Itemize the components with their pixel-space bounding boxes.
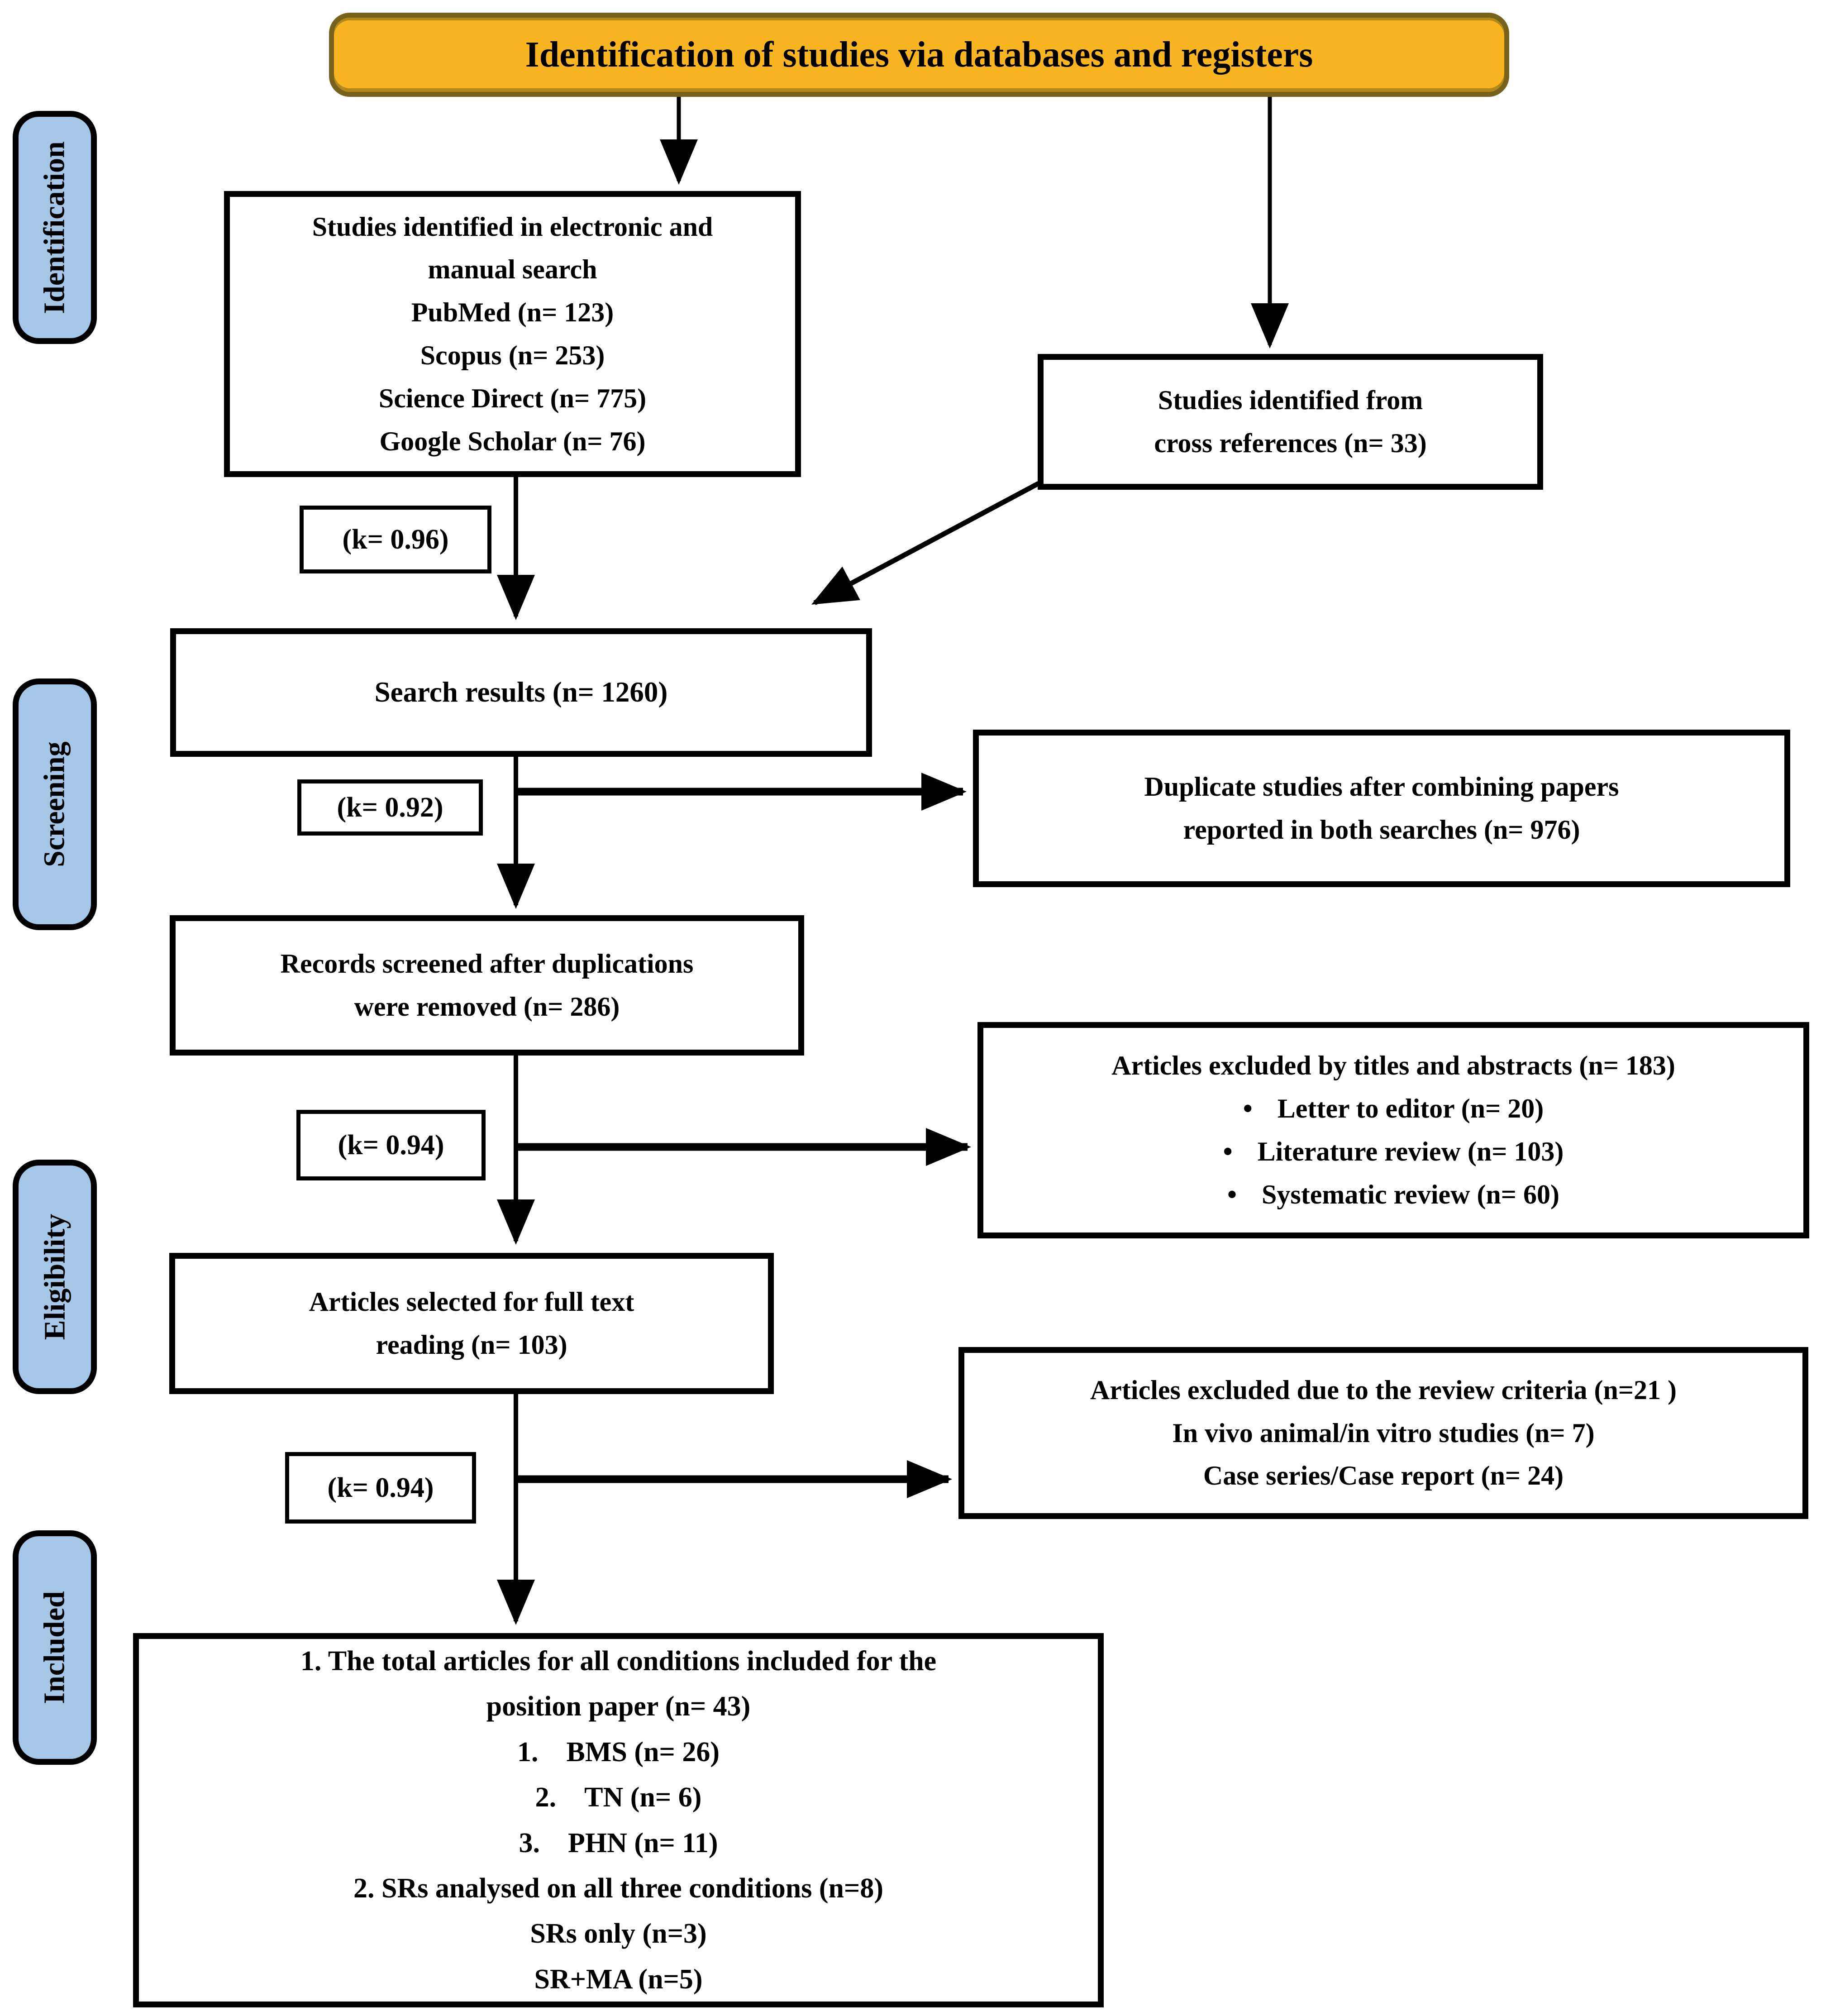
included-line-tn: 2. TN (n= 6)	[535, 1782, 702, 1813]
bullet-icon: •	[1243, 1094, 1253, 1124]
arrow-crossref-to-search	[811, 481, 1040, 605]
studies-line: manual search	[428, 254, 597, 285]
stage-eligibility: Eligibility	[13, 1160, 97, 1394]
excluded-reason-text: Literature review (n= 103)	[1257, 1137, 1564, 1166]
excluded-titles-heading: Articles excluded by titles and abstract…	[1111, 1051, 1675, 1081]
included-line-srma: SR+MA (n=5)	[534, 1963, 703, 1995]
box-records-screened: Records screened after duplications were…	[170, 915, 804, 1056]
studies-line-sciencedirect: Science Direct (n= 775)	[378, 383, 647, 413]
header-title: Identification of studies via databases …	[525, 34, 1313, 75]
kappa-label-identification: (k= 0.96)	[300, 506, 491, 573]
records-line: were removed (n= 286)	[354, 992, 620, 1022]
kappa-label-eligibility: (k= 0.94)	[296, 1110, 486, 1180]
box-included-total: 1. The total articles for all conditions…	[133, 1633, 1104, 2007]
box-duplicate-studies: Duplicate studies after combining papers…	[973, 730, 1790, 887]
excluded-reason-text: Systematic review (n= 60)	[1262, 1179, 1559, 1209]
excluded-reason-item: • Letter to editor (n= 20)	[1243, 1087, 1544, 1130]
header-banner: Identification of studies via databases …	[329, 13, 1509, 97]
kappa-value: (k= 0.92)	[337, 792, 443, 823]
crossref-line: cross references (n= 33)	[1154, 428, 1427, 458]
box-cross-references: Studies identified from cross references…	[1038, 354, 1543, 490]
box-excluded-review-criteria: Articles excluded due to the review crit…	[958, 1347, 1808, 1519]
studies-line: Studies identified in electronic and	[312, 211, 713, 242]
stage-identification-label: Identification	[38, 141, 71, 314]
box-full-text-selected: Articles selected for full text reading …	[169, 1253, 774, 1394]
excluded-reason-item: • Literature review (n= 103)	[1223, 1130, 1564, 1173]
box-search-results: Search results (n= 1260)	[170, 628, 872, 757]
kappa-value: (k= 0.94)	[327, 1472, 434, 1503]
search-results-line: Search results (n= 1260)	[374, 676, 668, 708]
included-line-phn: 3. PHN (n= 11)	[519, 1827, 718, 1858]
stage-included-label: Included	[38, 1591, 71, 1704]
excluded-reason-item: • Systematic review (n= 60)	[1227, 1173, 1559, 1216]
excluded-reason-text: Letter to editor (n= 20)	[1277, 1094, 1544, 1124]
studies-line-googlescholar: Google Scholar (n= 76)	[379, 426, 646, 456]
kappa-value: (k= 0.96)	[342, 524, 449, 555]
included-line: position paper (n= 43)	[486, 1691, 751, 1722]
selected-line: reading (n= 103)	[376, 1330, 567, 1360]
studies-line-scopus: Scopus (n= 253)	[420, 340, 605, 370]
excluded-criteria-line: In vivo animal/in vitro studies (n= 7)	[1172, 1418, 1595, 1448]
excluded-criteria-line: Articles excluded due to the review crit…	[1090, 1375, 1677, 1405]
included-line-bms: 1. BMS (n= 26)	[517, 1736, 720, 1768]
excluded-criteria-line: Case series/Case report (n= 24)	[1203, 1461, 1564, 1491]
duplicates-line: reported in both searches (n= 976)	[1183, 815, 1580, 845]
studies-line-pubmed: PubMed (n= 123)	[411, 297, 614, 328]
stage-included: Included	[13, 1530, 97, 1765]
stage-screening: Screening	[13, 678, 97, 930]
box-studies-identified: Studies identified in electronic and man…	[224, 191, 801, 477]
records-line: Records screened after duplications	[280, 949, 694, 979]
selected-line: Articles selected for full text	[309, 1287, 634, 1317]
kappa-label-included: (k= 0.94)	[285, 1452, 476, 1524]
kappa-value: (k= 0.94)	[338, 1129, 444, 1161]
stage-screening-label: Screening	[38, 741, 72, 867]
included-line-srs: 2. SRs analysed on all three conditions …	[353, 1873, 883, 1904]
included-line: 1. The total articles for all conditions…	[300, 1645, 937, 1677]
box-excluded-titles-abstracts: Articles excluded by titles and abstract…	[977, 1022, 1809, 1238]
bullet-icon: •	[1227, 1179, 1237, 1209]
stage-eligibility-label: Eligibility	[38, 1213, 72, 1340]
included-line-srs-only: SRs only (n=3)	[530, 1918, 707, 1949]
stage-identification: Identification	[13, 111, 97, 344]
kappa-label-screening: (k= 0.92)	[297, 779, 483, 836]
duplicates-line: Duplicate studies after combining papers	[1144, 772, 1619, 802]
crossref-line: Studies identified from	[1158, 385, 1423, 416]
bullet-icon: •	[1223, 1137, 1233, 1166]
